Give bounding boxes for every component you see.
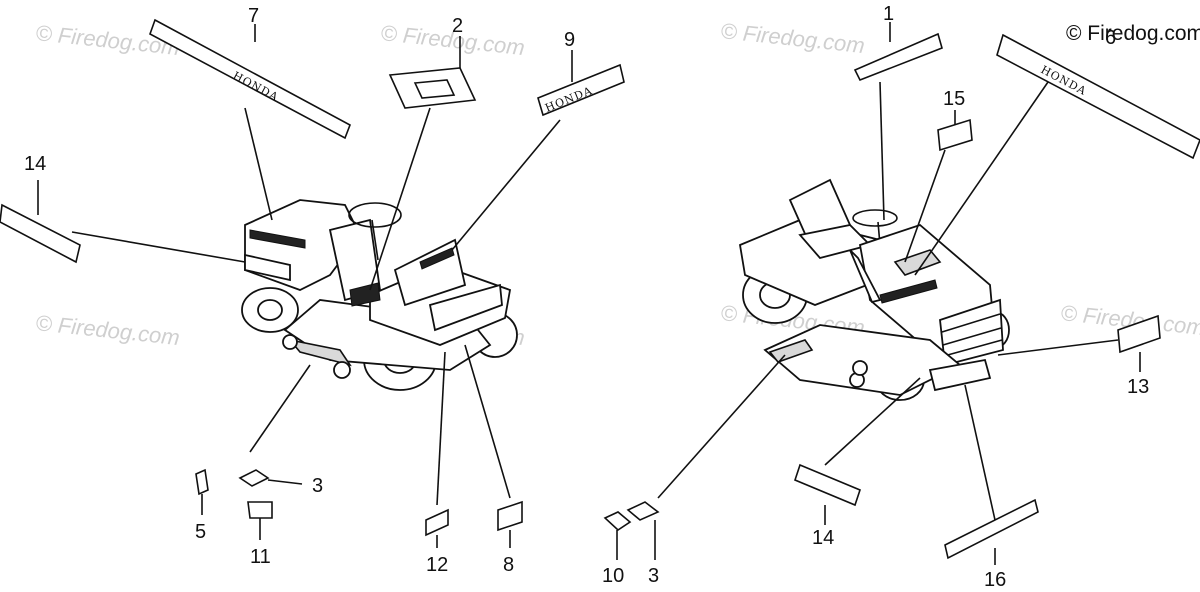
seat-decal [419,247,455,270]
right-leader-lines [616,22,1141,565]
steering-column [371,219,379,261]
copyright-text: © Firedog.com [1066,22,1200,45]
grille [244,253,291,282]
callout-7: 7 [248,5,259,27]
right-decals: HONDA [603,32,1200,560]
decal-15 [937,118,973,152]
deck-front [287,338,352,367]
callout-9: 9 [564,29,575,51]
dash-label [349,282,381,307]
callout-14: 14 [812,527,834,549]
callout-3: 3 [312,475,323,497]
decal-11 [247,501,273,519]
hood-stripe [249,229,306,249]
rear-fender [428,283,503,332]
callout-16: 16 [984,569,1006,591]
decal-3-left [238,469,270,487]
decal-13 [1117,314,1161,354]
left-callouts: 7 2 9 14 3 5 11 12 8 [24,5,575,576]
deck-gauge-wheel [333,361,351,379]
rear-left-hub [257,299,283,321]
deck-chute [768,339,814,363]
front-bumper [928,358,992,392]
steering-wheel [348,202,402,228]
decal-14-left [0,203,81,264]
callout-3: 3 [648,565,659,587]
decal-6-honda-strip [996,33,1200,160]
right-callouts: 1 6 15 13 14 16 10 3 [602,3,1149,591]
decal-1 [853,32,943,82]
watermark: © Firedog.com [34,310,180,350]
callout-12: 12 [426,554,448,576]
decal-14-right [794,463,861,507]
callout-8: 8 [503,554,514,576]
left-leader-lines [37,24,573,548]
callout-13: 13 [1127,376,1149,398]
callout-1: 1 [883,3,894,25]
callout-11: 11 [250,546,271,568]
deck-gauge-wheel [852,360,868,376]
decal-16 [944,498,1039,560]
decal-9-honda [537,63,625,117]
callout-10: 10 [602,565,624,587]
left-tractor [241,199,518,391]
right-tractor [738,178,1010,401]
watermark: © Firedog.com [719,18,865,58]
callout-15: 15 [943,88,965,110]
decal-2-inner [413,79,456,99]
decal-3-right [626,501,660,521]
decal-8 [497,500,523,532]
hood-stripe [879,279,938,304]
decal-5 [195,468,209,496]
callout-5: 5 [195,521,206,543]
lever [849,249,882,304]
deck-gauge-wheel [282,334,298,350]
decal-10 [603,511,632,532]
steering-wheel [852,209,898,227]
callout-2: 2 [452,15,463,37]
callout-6: 6 [1105,27,1116,49]
decal-7-honda-strip [149,18,351,140]
callout-14: 14 [24,153,46,175]
decal-12 [425,508,449,537]
left-decals: HONDA HONDA [0,18,625,537]
